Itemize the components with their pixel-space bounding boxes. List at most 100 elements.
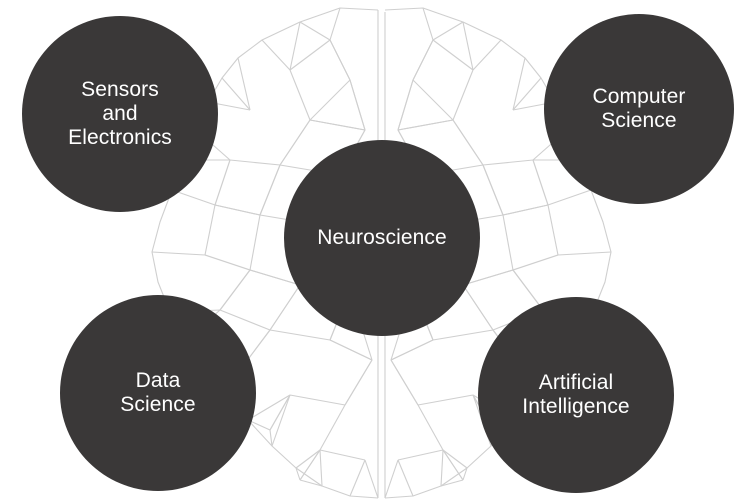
node-label-line: Intelligence xyxy=(522,395,630,418)
mesh-edge xyxy=(452,69,474,121)
mesh-edge xyxy=(512,57,526,111)
sensors-and-electronics-node: Sensors and Electronics xyxy=(22,16,218,212)
mesh-edge xyxy=(512,254,559,271)
mesh-edge xyxy=(329,7,341,41)
data-science-node: Data Science xyxy=(60,295,256,491)
computer-science-node: Computer Science xyxy=(544,14,734,204)
mesh-edge xyxy=(557,251,612,256)
mesh-edge xyxy=(289,39,331,71)
mesh-edge xyxy=(269,429,273,447)
node-label-line: Data xyxy=(135,369,181,392)
mesh-edge xyxy=(247,394,291,421)
mesh-edge xyxy=(390,339,434,361)
mesh-edge xyxy=(547,189,592,206)
mesh-edge xyxy=(440,449,444,487)
mesh-edge xyxy=(344,359,373,406)
mesh-edge xyxy=(417,394,474,406)
mesh-edge xyxy=(482,164,504,216)
mesh-edge xyxy=(219,309,271,331)
mesh-edge xyxy=(171,189,216,206)
mesh-edge xyxy=(151,251,206,256)
mesh-edge xyxy=(502,214,514,271)
mesh-edge xyxy=(397,459,414,497)
artificial-intelligence-node: Artificial Intelligence xyxy=(478,297,674,493)
node-label-line: Artificial xyxy=(538,371,614,394)
mesh-edge xyxy=(237,57,251,111)
node-label-line: Sensors xyxy=(81,78,159,101)
mesh-edge xyxy=(279,119,311,166)
mesh-edge xyxy=(422,7,434,41)
mesh-edge xyxy=(269,394,291,431)
node-label-line: Neuroscience xyxy=(317,226,447,249)
mesh-edge xyxy=(462,269,514,286)
node-label-line: and xyxy=(102,102,138,125)
mesh-edge xyxy=(462,284,494,331)
mesh-edge xyxy=(349,79,366,131)
mesh-edge xyxy=(412,39,434,81)
mesh-edge xyxy=(502,204,549,216)
computer-science-label: Computer Science xyxy=(592,85,685,133)
mesh-edge xyxy=(214,204,261,216)
mesh-edge xyxy=(249,269,301,286)
mesh-edge xyxy=(512,77,542,111)
mesh-edge xyxy=(329,39,351,81)
mesh-edge xyxy=(309,79,351,121)
mesh-edge xyxy=(204,254,251,271)
mesh-edge xyxy=(309,119,366,131)
mesh-edge xyxy=(329,339,373,361)
mesh-edge xyxy=(319,449,366,461)
mesh-edge xyxy=(442,449,468,469)
mesh-edge xyxy=(397,119,454,131)
mesh-edge xyxy=(532,159,549,206)
mesh-edge xyxy=(397,79,414,131)
mesh-edge xyxy=(390,359,419,406)
mesh-edge xyxy=(289,394,346,406)
mesh-edge xyxy=(417,404,444,451)
mesh-edge xyxy=(299,449,321,481)
mesh-edge xyxy=(259,164,281,216)
mesh-edge xyxy=(249,214,261,271)
mesh-edge xyxy=(289,69,311,121)
mesh-edge xyxy=(204,204,216,256)
neuroscience-node: Neuroscience xyxy=(284,140,480,336)
mesh-edge xyxy=(462,467,468,481)
mesh-edge xyxy=(432,329,494,341)
node-label-line: Computer xyxy=(592,85,686,108)
mesh-edge xyxy=(397,449,444,461)
mesh-edge xyxy=(547,204,559,256)
mesh-edge xyxy=(462,21,474,71)
mesh-edge xyxy=(432,39,474,71)
mesh-edge xyxy=(440,479,464,487)
node-label-line: Science xyxy=(601,109,677,132)
mesh-edge xyxy=(269,329,331,341)
mesh-edge xyxy=(349,459,366,497)
mesh-edge xyxy=(384,459,399,499)
node-label-line: Science xyxy=(120,393,196,416)
neuroscience-label: Neuroscience xyxy=(317,226,447,250)
mesh-edge xyxy=(452,119,484,166)
mesh-edge xyxy=(299,21,331,41)
mesh-edge xyxy=(364,459,379,499)
mesh-edge xyxy=(472,39,502,71)
mesh-edge xyxy=(299,479,323,487)
mesh-edge xyxy=(432,21,464,41)
mesh-edge xyxy=(214,159,231,206)
mesh-edge xyxy=(219,269,251,311)
mesh-edge xyxy=(482,159,534,166)
mesh-edge xyxy=(295,449,321,469)
mesh-edge xyxy=(269,284,301,331)
mesh-edge xyxy=(261,39,291,71)
artificial-intelligence-label: Artificial Intelligence xyxy=(522,371,629,419)
mesh-edge xyxy=(221,77,251,111)
mesh-edge xyxy=(295,467,301,481)
mesh-edge xyxy=(289,21,301,71)
sensors-and-electronics-label: Sensors and Electronics xyxy=(68,78,172,150)
mesh-edge xyxy=(442,449,464,481)
mesh-edge xyxy=(229,159,281,166)
node-label-line: Electronics xyxy=(68,126,172,149)
mesh-edge xyxy=(319,449,323,487)
mesh-edge xyxy=(412,79,454,121)
data-science-label: Data Science xyxy=(120,369,195,417)
mesh-edge xyxy=(319,404,346,451)
